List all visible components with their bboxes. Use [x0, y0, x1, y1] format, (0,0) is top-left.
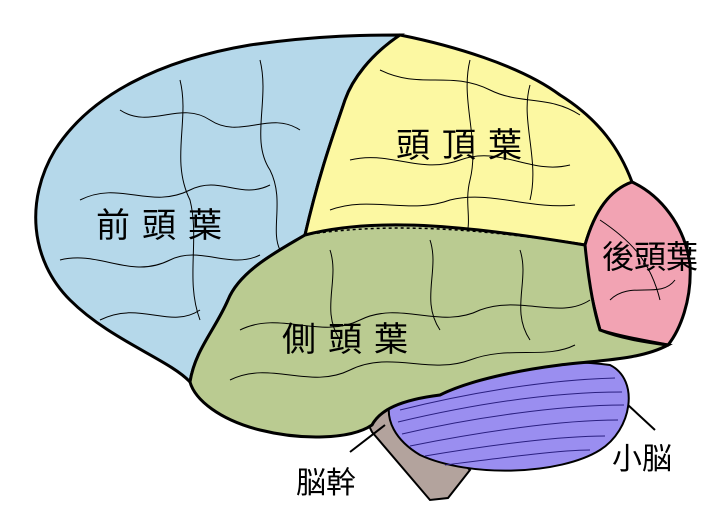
parietal-lobe-label: 頭頂葉 [396, 126, 534, 166]
temporal-lobe-label: 側頭葉 [282, 320, 420, 360]
temporal-lobe-region [188, 223, 673, 439]
occipital-lobe-label: 後頭葉 [602, 238, 699, 276]
brainstem-label: 脳幹 [296, 466, 356, 501]
gyri-lines [59, 59, 676, 381]
cerebellum-folia [397, 377, 625, 466]
frontal-lobe-label: 前頭葉 [96, 206, 234, 246]
cerebellum-label: 小脳 [612, 442, 672, 477]
